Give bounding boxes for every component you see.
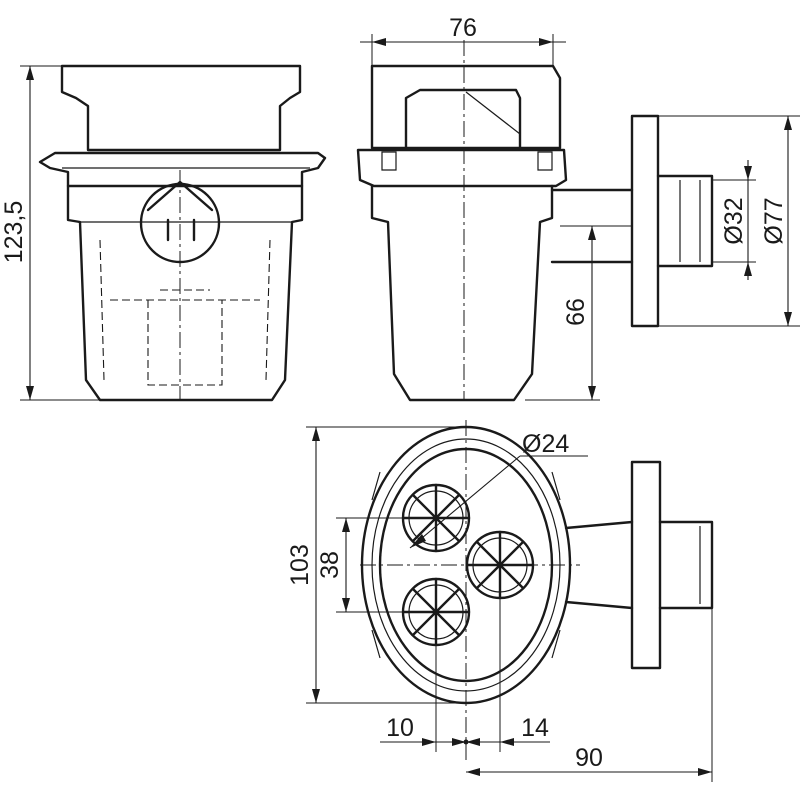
dim-plan-depth: 103 bbox=[286, 426, 466, 704]
front-view-body bbox=[66, 184, 304, 402]
plan-outlet-socket bbox=[658, 520, 714, 610]
front-view-outlet-circle bbox=[139, 182, 221, 264]
side-view bbox=[356, 40, 634, 402]
plan-outlet-pipe bbox=[564, 520, 634, 610]
label-inlet-spacing: 38 bbox=[316, 551, 344, 579]
label-overall-height: 123,5 bbox=[0, 201, 28, 264]
dim-inlet-offsets: 10 14 bbox=[380, 598, 550, 752]
label-offset-left: 10 bbox=[386, 714, 414, 742]
dim-overall-height: 123,5 bbox=[0, 65, 100, 401]
label-outlet-height: 66 bbox=[562, 298, 590, 326]
dim-inlet-spacing: 38 bbox=[316, 517, 403, 613]
label-outlet-diameter: Ø32 bbox=[720, 197, 748, 244]
plan-outlet-flange bbox=[630, 460, 662, 670]
dim-flange-diameter: Ø77 bbox=[658, 115, 800, 327]
outlet-end-view bbox=[630, 114, 714, 328]
front-view-flange bbox=[38, 151, 327, 188]
dim-inlet-diameter: Ø24 bbox=[409, 430, 588, 549]
label-top-width: 76 bbox=[449, 14, 477, 42]
label-flange-diameter: Ø77 bbox=[760, 197, 788, 244]
front-view-lid bbox=[60, 64, 302, 152]
dim-outlet-height: 66 bbox=[525, 225, 632, 401]
label-outlet-length: 90 bbox=[575, 744, 603, 772]
dim-top-width: 76 bbox=[360, 14, 566, 66]
label-plan-depth: 103 bbox=[286, 544, 314, 586]
dim-outlet-diameter: Ø32 bbox=[712, 160, 756, 280]
inlet-upper bbox=[401, 483, 471, 553]
label-inlet-diameter: Ø24 bbox=[522, 430, 569, 458]
inlet-right bbox=[465, 530, 535, 600]
side-view-flange bbox=[356, 148, 568, 188]
plan-view bbox=[360, 420, 714, 760]
side-view-body bbox=[370, 184, 554, 402]
dim-outlet-length: 90 bbox=[466, 608, 713, 782]
front-view bbox=[38, 64, 327, 402]
inlet-lower bbox=[401, 577, 471, 647]
outlet-socket bbox=[656, 174, 714, 268]
outlet-flange bbox=[630, 114, 660, 328]
side-view-lid bbox=[370, 64, 562, 150]
label-offset-right: 14 bbox=[521, 714, 549, 742]
